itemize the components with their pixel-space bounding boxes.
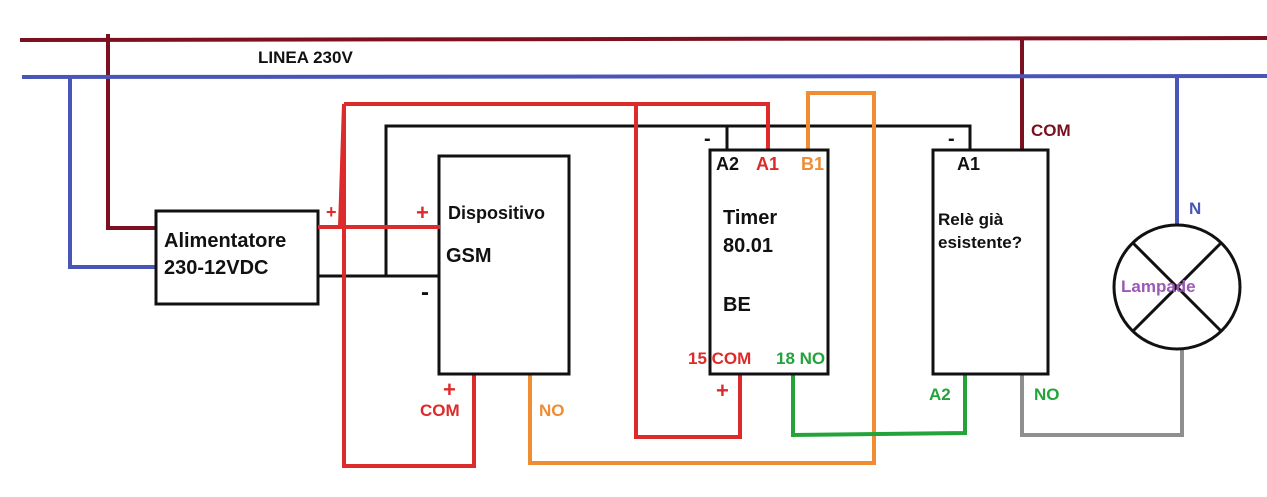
gsm-no-to-timer-b1-wire: [528, 91, 876, 465]
lamp-symbol: [1112, 223, 1242, 351]
gsm-no-label: NO: [539, 401, 565, 420]
positive-top-to-a1-wire: [344, 102, 770, 150]
relay-a2-label: A2: [929, 385, 951, 404]
gsm-com-plus-label: +: [443, 377, 456, 402]
timer-15com-label: 15 COM: [688, 349, 751, 368]
timer-label-line2: 80.01: [723, 235, 773, 257]
psu-minus-label: -: [421, 279, 429, 306]
relay-com-label: COM: [1031, 121, 1071, 140]
negative-bus-wire: [384, 124, 972, 276]
timer-plus-label: +: [716, 378, 729, 403]
timer-label-line3: BE: [723, 294, 751, 316]
timer-b1-label: B1: [801, 154, 824, 174]
timer-minus-label: -: [704, 128, 711, 150]
relay-label-line1: Relè già: [938, 210, 1004, 229]
lamp-label: Lampade: [1121, 277, 1196, 296]
positive-wires: [318, 102, 770, 468]
gsm-label-line1: Dispositivo: [448, 203, 545, 223]
phase-main-wire: [19, 36, 1267, 42]
psu-label-line1: Alimentatore: [164, 230, 286, 252]
timer-box: [708, 148, 830, 376]
timer-18no-label: 18 NO: [776, 349, 825, 368]
relay-no-label: NO: [1034, 385, 1060, 404]
timer-label-line1: Timer: [723, 207, 777, 229]
gsm-com-label: COM: [420, 401, 460, 420]
relay-label-line2: esistente?: [938, 233, 1022, 252]
timer-15com-wire: [634, 104, 742, 439]
timer-a2-label: A2: [716, 154, 739, 174]
relay-no-to-lamp-wire: [1020, 350, 1184, 437]
lamp-n-label: N: [1189, 199, 1201, 218]
psu-label-line2: 230-12VDC: [164, 257, 269, 279]
negative-wires: [318, 124, 972, 278]
relay-a1-label: A1: [957, 154, 980, 174]
lamp-cross-2: [1131, 241, 1223, 333]
gsm-plus-label: +: [416, 200, 429, 225]
gsm-box: [437, 154, 571, 376]
psu-plus-label: +: [326, 202, 337, 222]
relay-minus-label: -: [948, 128, 955, 150]
timer-a1-label: A1: [756, 154, 779, 174]
line-title: LINEA 230V: [258, 48, 353, 67]
neutral-main-wire: [21, 74, 1267, 79]
timer-no-to-relay-a2-wire: [791, 374, 967, 438]
positive-loop-wire: [338, 103, 476, 468]
psu-box: [154, 209, 320, 306]
neutral-to-psu-wire: [68, 76, 160, 269]
gsm-label-line2: GSM: [446, 245, 492, 267]
phase-line: [19, 34, 1267, 230]
relay-box: [931, 148, 1050, 376]
phase-to-psu-wire: [106, 34, 160, 230]
neutral-line: [21, 74, 1267, 269]
